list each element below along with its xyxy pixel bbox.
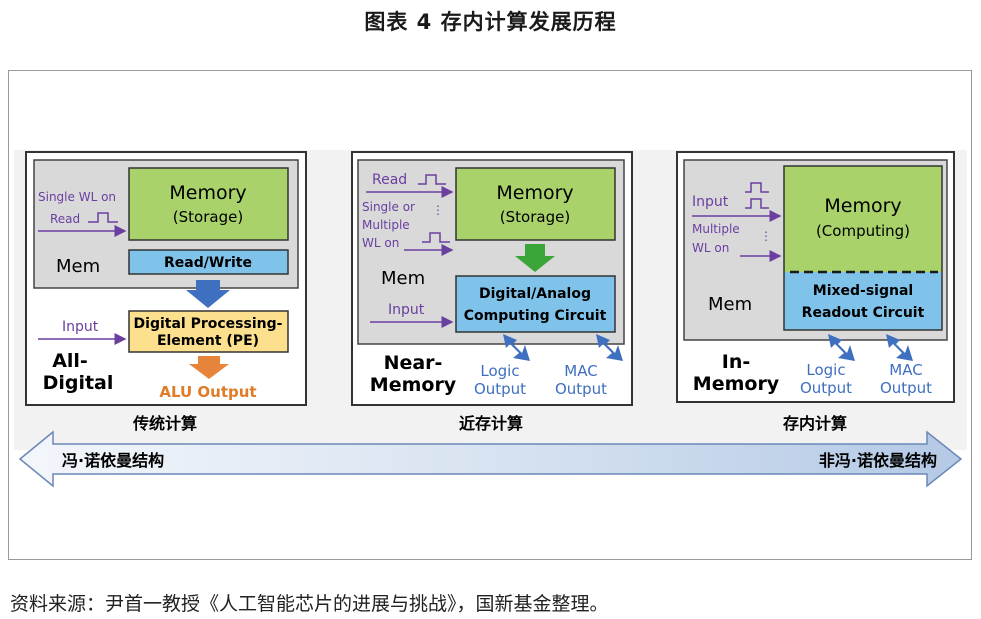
- mac-output-label-2: Output: [555, 380, 607, 398]
- signal-label: Multiple: [362, 218, 410, 232]
- panel-near-memory: Memory (Storage) Read Single or Multiple…: [351, 151, 633, 406]
- circuit-line2: Computing Circuit: [464, 308, 607, 324]
- source-note: 资料来源：尹首一教授《人工智能芯片的进展与挑战》，国新基金整理。: [10, 593, 609, 615]
- circuit-line2: Readout Circuit: [802, 305, 925, 321]
- circuit-line1: Mixed-signal: [813, 283, 913, 299]
- memory-title: Memory: [824, 195, 901, 217]
- readwrite-box: [128, 249, 289, 275]
- memory-title: Memory: [169, 182, 246, 204]
- panel-all-digital: Memory (Storage) Single WL on Read Read/…: [25, 151, 307, 406]
- diagonal-arrow-icon: [503, 334, 530, 361]
- down-arrow-icon: [515, 244, 555, 272]
- input-label: Input: [62, 319, 99, 335]
- arch-label-1: All-: [52, 350, 88, 372]
- down-arrow-icon: [189, 356, 229, 379]
- signal-label: Multiple: [692, 222, 740, 236]
- figure-title: 图表 4 存内计算发展历程: [364, 10, 617, 34]
- ellipsis-icon: ⋮: [432, 203, 444, 217]
- pulse-icon: [422, 232, 450, 243]
- mem-label: Mem: [381, 268, 425, 289]
- panel-caption: 传统计算: [132, 414, 197, 433]
- diagonal-arrow-icon: [596, 334, 623, 361]
- logic-output-label-2: Output: [800, 379, 852, 397]
- figure-frame: [8, 70, 972, 560]
- arch-label-2: Digital: [43, 372, 114, 394]
- circuit-line1: Digital/Analog: [479, 286, 591, 302]
- diagonal-arrow-icon: [828, 334, 855, 361]
- arch-label-2: Memory: [370, 374, 457, 396]
- logic-output-label-1: Logic: [480, 362, 519, 380]
- signal-label: Single WL on: [38, 190, 116, 204]
- input-label: Input: [388, 302, 425, 318]
- logic-output-label-2: Output: [474, 380, 526, 398]
- logic-output-label-1: Logic: [806, 361, 845, 379]
- alu-output-label: ALU Output: [159, 383, 256, 401]
- pulse-icon: [745, 198, 769, 209]
- memory-sub: (Computing): [816, 222, 910, 240]
- ellipsis-icon: ⋮: [760, 229, 772, 243]
- readout-circuit-box: [784, 272, 942, 330]
- double-headed-arrow: [18, 430, 963, 488]
- von-neumann-label: 冯·诺依曼结构: [62, 451, 164, 470]
- memory-storage-box: [128, 167, 289, 241]
- mem-label: Mem: [708, 294, 752, 315]
- down-arrow-icon: [186, 280, 230, 308]
- readwrite-label: Read/Write: [164, 255, 252, 271]
- memory-computing-box: [784, 166, 942, 272]
- memory-title: Memory: [496, 182, 573, 204]
- signal-label: Single or: [362, 200, 415, 214]
- mac-output-label-1: MAC: [564, 362, 597, 380]
- arch-label-1: In-: [722, 351, 750, 373]
- pe-line2: Element (PE): [157, 333, 259, 349]
- diagonal-arrow-icon: [886, 334, 913, 361]
- pulse-icon: [418, 174, 446, 185]
- signal-label: Read: [50, 212, 80, 226]
- panel-in-memory: Memory (Computing) Mixed-signal Readout …: [676, 151, 955, 403]
- panel-caption: 存内计算: [783, 414, 847, 433]
- memory-sub: (Storage): [173, 208, 243, 226]
- arch-label-2: Memory: [693, 373, 780, 395]
- panel-caption: 近存计算: [459, 414, 523, 433]
- mac-output-label-2: Output: [880, 379, 932, 397]
- pe-box: [128, 310, 289, 353]
- pulse-icon: [745, 182, 769, 193]
- mac-output-label-1: MAC: [889, 361, 922, 379]
- pe-line1: Digital Processing-: [134, 316, 283, 332]
- input-label: Input: [692, 194, 729, 210]
- mem-label: Mem: [56, 256, 100, 277]
- arch-label-1: Near-: [384, 352, 443, 374]
- read-label: Read: [372, 172, 407, 188]
- computing-circuit-box: [455, 275, 616, 333]
- signal-label: WL on: [692, 241, 729, 255]
- memory-sub: (Storage): [500, 208, 570, 226]
- signal-label: WL on: [362, 236, 399, 250]
- pulse-icon: [88, 212, 118, 223]
- non-von-neumann-label: 非冯·诺依曼结构: [819, 451, 937, 470]
- memory-storage-box: [455, 167, 616, 241]
